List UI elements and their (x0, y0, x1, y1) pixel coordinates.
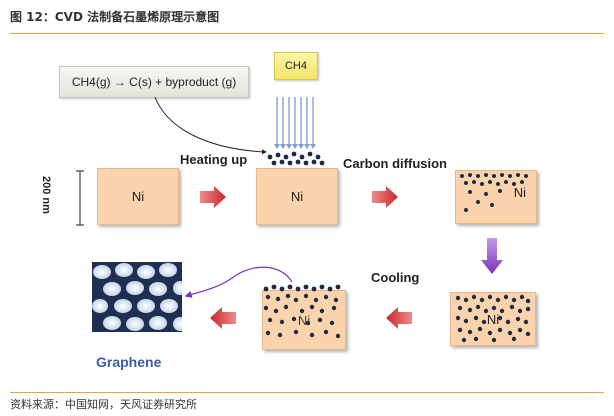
figure-title: 图 12：CVD 法制备石墨烯原理示意图 (10, 10, 220, 24)
source-note: 资料来源：中国知网，天风证券研究所 (10, 398, 197, 411)
arrow-to-graphene (210, 307, 236, 329)
ni-substrate-heated: Ni (256, 168, 338, 225)
ni-label: Ni (131, 189, 145, 204)
ch4-gas-label: CH4 (274, 52, 318, 80)
thickness-label: 200 nm (40, 176, 52, 214)
reaction-equation: CH4(g) → C(s) + byproduct (g) (59, 66, 249, 98)
arrow-down-purple (481, 238, 503, 274)
arrow-heating (200, 186, 226, 208)
ni-label: Ni (486, 311, 500, 327)
thickness-bracket (76, 170, 84, 226)
step-diffusion-label: Carbon diffusion (343, 156, 447, 171)
graphene-label: Graphene (96, 354, 162, 370)
footer-rule (10, 392, 604, 393)
ni-substrate-segregated: Ni (262, 290, 346, 350)
equation-connector-curve (154, 96, 267, 155)
step-cooling-label: Cooling (371, 270, 420, 285)
ni-label: Ni (290, 189, 304, 204)
ni-label: Ni (297, 312, 311, 328)
header-rule (10, 33, 604, 34)
graphene-illustration (92, 262, 182, 332)
surface-carbon-atoms (267, 151, 325, 166)
ni-label: Ni (513, 185, 526, 200)
ni-substrate-cooled: Ni (450, 292, 536, 346)
gas-flow-arrowheads (274, 144, 316, 149)
gas-flow-arrows (276, 97, 314, 146)
ni-substrate-diffusion: Ni (455, 170, 537, 224)
ni-substrate-initial: Ni (97, 168, 179, 225)
arrow-cooling (386, 307, 412, 329)
step-heating-label: Heating up (180, 152, 248, 167)
arrow-diffusion (372, 186, 398, 208)
